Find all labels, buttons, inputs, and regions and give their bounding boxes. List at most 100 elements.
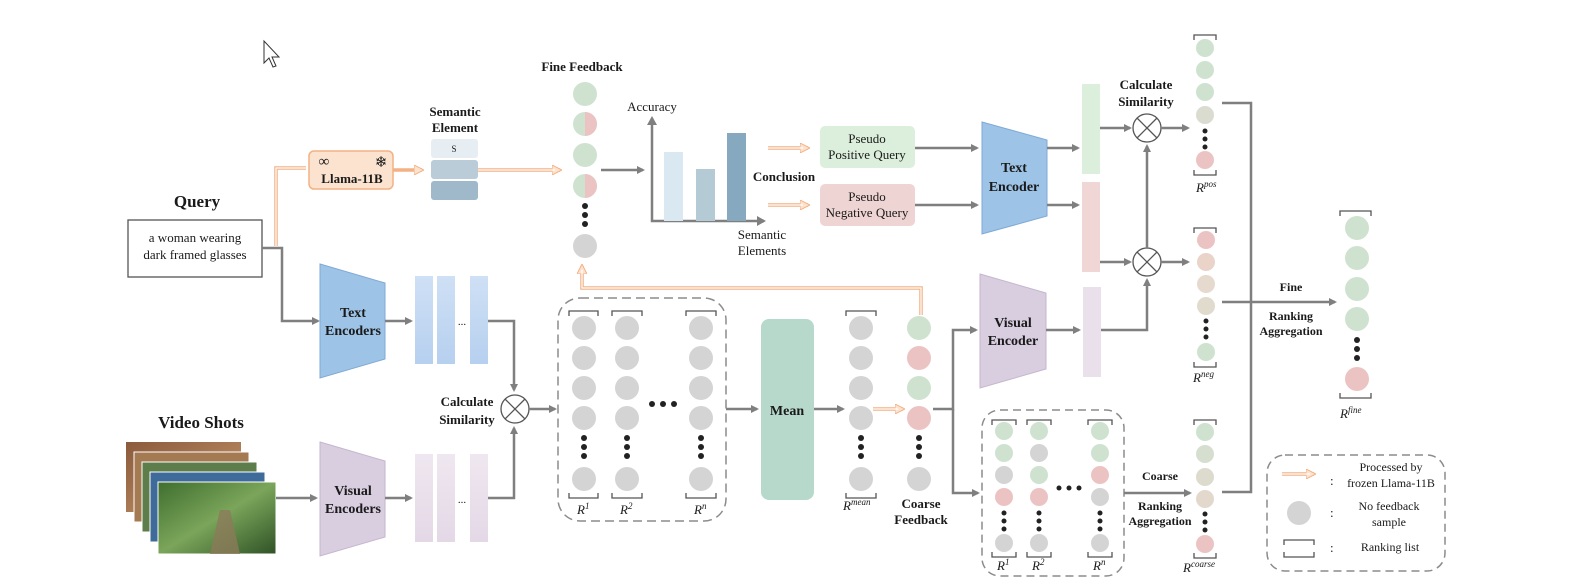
- legend-box: [1266, 454, 1446, 572]
- visual-features-ellipsis: ...: [458, 494, 467, 506]
- rpos-label: Rpos: [1195, 179, 1217, 195]
- semantic-elements-label-2: Elements: [738, 243, 786, 258]
- conclusion-label: Conclusion: [753, 169, 816, 184]
- coarse-feedback-line2: Feedback: [894, 512, 948, 527]
- fine-agg-line2: Ranking: [1269, 309, 1313, 323]
- visual-encoders-line1: Visual: [334, 484, 372, 499]
- r2-label: R2: [619, 501, 633, 517]
- text-encoders-line2: Encoders: [325, 324, 382, 339]
- coarse-r2-label: R2: [1031, 557, 1045, 573]
- text-encoder-shape: [981, 121, 1048, 235]
- mean-box: [761, 319, 814, 500]
- legend-item2-line2: sample: [1372, 515, 1406, 529]
- visual-encoder-line1: Visual: [994, 316, 1032, 331]
- visual-encoder-line2: Encoder: [988, 334, 1039, 349]
- pseudo-positive-line2: Positive Query: [828, 147, 906, 162]
- coarse-list-rn: [1087, 419, 1113, 558]
- accuracy-label: Accuracy: [627, 99, 677, 114]
- coarse-agg-line2: Ranking: [1138, 499, 1182, 513]
- legend-bracket-icon: [1283, 539, 1315, 558]
- negative-feature-bar: [1082, 182, 1100, 272]
- rpos-ranking-list: [1193, 34, 1217, 176]
- fine-agg-line1: Fine: [1280, 280, 1303, 294]
- coarse-list-r1: [991, 419, 1017, 558]
- coarse-feedback-column: [907, 316, 931, 491]
- ranking-list-r2: [611, 310, 643, 499]
- positive-feature-bar: [1082, 84, 1100, 174]
- ranking-list-rn: [685, 310, 717, 499]
- legend-colon-3: :: [1330, 540, 1334, 555]
- fine-feedback-label: Fine Feedback: [541, 59, 623, 74]
- multiply-pos-icon: [1132, 113, 1162, 143]
- visual-encoders-shape: [319, 441, 386, 557]
- fine-agg-lines: [1222, 101, 1253, 494]
- coarse-agg-line1: Coarse: [1142, 469, 1179, 483]
- query-box: [127, 219, 263, 278]
- query-text-line2: dark framed glasses: [143, 247, 246, 262]
- chart-axes: [650, 118, 764, 223]
- semantic-element-stack: S: [431, 139, 478, 200]
- calc-sim-top-line1: Calculate: [1120, 77, 1173, 92]
- coarse-feedback-line1: Coarse: [902, 496, 941, 511]
- r1-label: R1: [576, 501, 589, 517]
- legend-item1-line2: frozen Llama-11B: [1347, 476, 1435, 490]
- video-shots-title: Video Shots: [158, 413, 244, 432]
- arrow-query-to-llama: [274, 166, 306, 246]
- rneg-label: Rneg: [1192, 369, 1214, 385]
- rcoarse-label: Rcoarse: [1182, 559, 1215, 575]
- multiply-neg-icon: [1132, 247, 1162, 277]
- pseudo-negative-line1: Pseudo: [848, 189, 886, 204]
- visual-encoder-shape: [979, 273, 1047, 389]
- rn-label: Rn: [693, 501, 707, 517]
- ranking-lists-ellipsis: [649, 401, 677, 407]
- meta-logo-icon: ∞: [319, 154, 330, 170]
- legend-colon-2: :: [1330, 505, 1334, 520]
- rfine-label: Rfine: [1339, 405, 1361, 421]
- ranking-list-r1: [568, 310, 599, 499]
- rneg-ranking-list: [1193, 227, 1217, 368]
- snowflake-icon: ❄: [375, 155, 388, 171]
- query-text-line1: a woman wearing: [149, 230, 242, 245]
- pseudo-positive-box: [820, 126, 915, 168]
- semantic-elements-label-1: Semantic: [738, 227, 787, 242]
- legend-item3: Ranking list: [1361, 540, 1420, 554]
- coarse-lists-ellipsis: [1056, 485, 1082, 491]
- text-encoder-line2: Encoder: [989, 180, 1040, 195]
- text-encoders-shape: [319, 263, 386, 379]
- mouse-cursor-icon: [263, 39, 281, 68]
- legend-colon-1: :: [1330, 473, 1334, 488]
- visual-features: [415, 454, 488, 542]
- llama-label: Llama-11B: [321, 171, 383, 186]
- query-title: Query: [174, 192, 221, 211]
- video-shots-stack: [126, 442, 277, 555]
- calc-sim-left-line1: Calculate: [441, 394, 494, 409]
- legend-item2-line1: No feedback: [1359, 499, 1420, 513]
- text-encoder-line1: Text: [1001, 161, 1027, 176]
- chart-bar-3: [727, 133, 746, 221]
- semantic-element-line2: Element: [432, 120, 479, 135]
- rcoarse-ranking-list: [1193, 419, 1217, 559]
- rmean-ranking-list: [845, 310, 877, 499]
- calc-sim-top-line2: Similarity: [1118, 94, 1174, 109]
- rfine-ranking-list: [1339, 210, 1372, 399]
- text-features-ellipsis: ...: [458, 316, 467, 328]
- fine-feedback-column: [573, 82, 597, 258]
- chart-bar-2: [696, 169, 715, 221]
- legend-item1-line1: Processed by: [1360, 460, 1423, 474]
- arrow-coarse-to-fine-loop: [582, 266, 923, 315]
- text-features: [415, 276, 488, 364]
- arrow-query-to-text-encoders: [262, 246, 320, 325]
- text-encoders-line1: Text: [340, 306, 366, 321]
- coarse-list-r2: [1026, 419, 1052, 558]
- fine-agg-line3: Aggregation: [1259, 324, 1322, 338]
- semantic-element-line1: Semantic: [429, 104, 481, 119]
- rmean-label: Rmean: [842, 497, 871, 513]
- chart-bar-1: [664, 152, 683, 221]
- multiply-left-icon: [500, 394, 530, 424]
- svg-text:S: S: [451, 144, 456, 154]
- ranking-lists-box: [557, 297, 727, 522]
- pseudo-negative-box: [820, 184, 915, 226]
- pseudo-negative-line2: Negative Query: [826, 205, 909, 220]
- visual-encoders-line2: Encoders: [325, 502, 382, 517]
